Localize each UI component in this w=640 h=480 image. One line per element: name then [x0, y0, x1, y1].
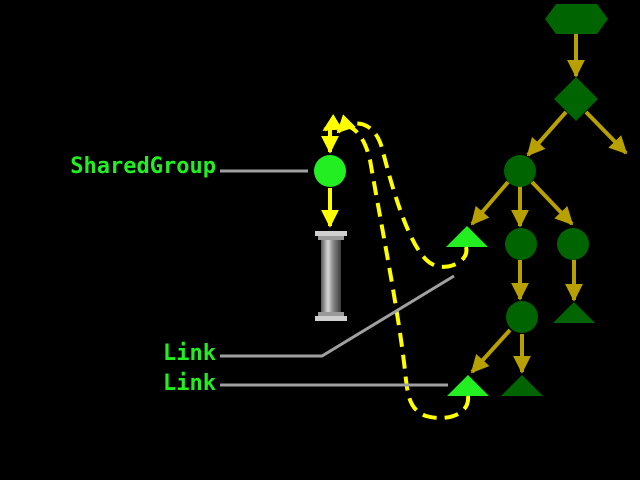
- label-link-upper: Link: [163, 341, 216, 366]
- leader-lines: [220, 169, 455, 387]
- edge-switch-group: [526, 110, 568, 157]
- column-icon: [315, 231, 347, 321]
- group-node-right: [557, 228, 589, 260]
- shape-node-right-triangle-icon: [553, 302, 595, 323]
- edge-switch-right: [584, 110, 628, 155]
- group-node-lower: [506, 301, 538, 333]
- label-link-lower: Link: [163, 371, 216, 396]
- group-node-top: [504, 155, 536, 187]
- dashed-path-lower-link: [322, 113, 471, 420]
- link-node-upper-triangle-icon: [446, 226, 488, 247]
- link-node-lower-triangle-icon: [447, 375, 489, 396]
- graph-edges: [470, 34, 628, 374]
- edge-group-group-right: [530, 180, 574, 226]
- edge-lower-shape-left: [470, 328, 512, 374]
- group-node-mid: [505, 228, 537, 260]
- switch-diamond-icon: [554, 77, 598, 121]
- leader-link-upper: [220, 274, 455, 358]
- dashed-path-upper-link: [336, 114, 469, 269]
- label-shared-group: SharedGroup: [70, 154, 216, 179]
- shared-group-cluster: [314, 122, 347, 321]
- dashed-link-references: [322, 113, 471, 420]
- root-hexagon-icon: [545, 4, 608, 34]
- shared-group-node: [314, 155, 346, 187]
- graph-nodes: [446, 4, 608, 396]
- edge-group-shape: [470, 180, 510, 226]
- shape-node-lower-triangle-icon: [501, 375, 543, 396]
